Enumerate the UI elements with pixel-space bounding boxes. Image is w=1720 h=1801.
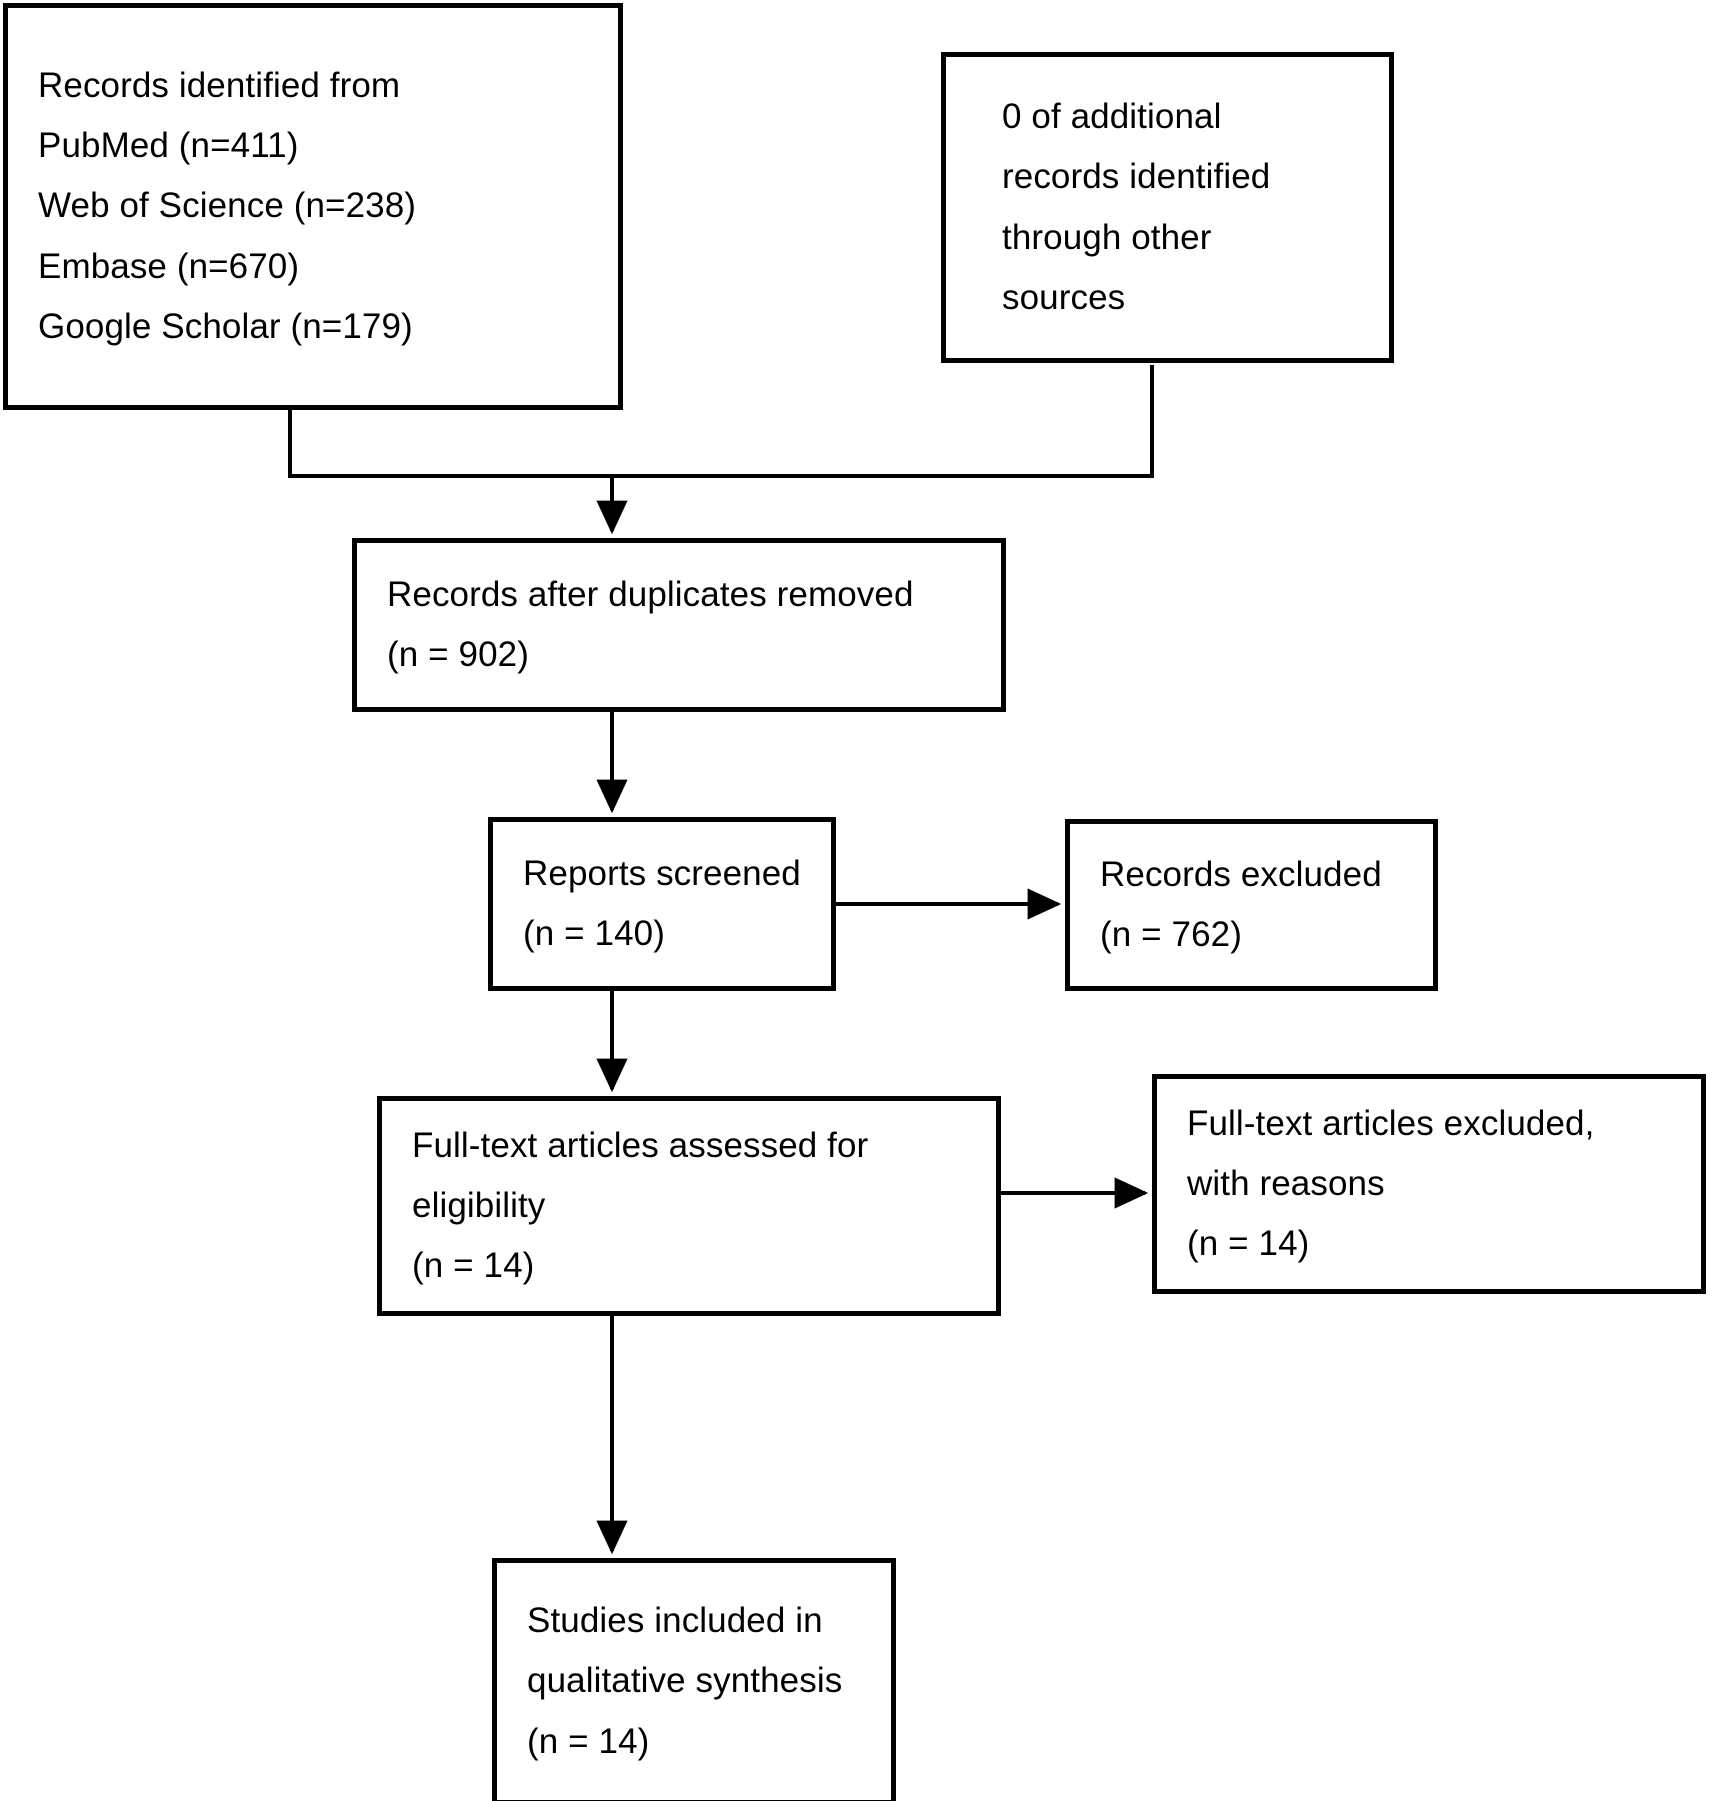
edge-additional-to-duplicates xyxy=(612,365,1154,478)
records-identified-box: Records identified from PubMed (n=411) W… xyxy=(3,3,623,410)
records-identified-text: Records identified from PubMed (n=411) W… xyxy=(38,66,417,346)
reports-screened-box: Reports screened (n = 140) xyxy=(488,817,836,991)
edge-identified-to-duplicates xyxy=(288,410,612,478)
additional-records-text: 0 of additional records identified throu… xyxy=(1002,97,1271,317)
records-after-duplicates-box: Records after duplicates removed (n = 90… xyxy=(352,538,1006,712)
studies-included-box: Studies included in qualitative synthesi… xyxy=(492,1558,896,1801)
fulltext-excluded-text: Full-text articles excluded, with reason… xyxy=(1187,1103,1595,1264)
fulltext-assessed-box: Full-text articles assessed for eligibil… xyxy=(377,1096,1001,1316)
studies-included-text: Studies included in qualitative synthesi… xyxy=(527,1601,843,1761)
fulltext-assessed-text: Full-text articles assessed for eligibil… xyxy=(412,1125,869,1286)
additional-records-box: 0 of additional records identified throu… xyxy=(941,52,1394,363)
records-after-duplicates-text: Records after duplicates removed (n = 90… xyxy=(387,574,914,674)
records-excluded-box: Records excluded (n = 762) xyxy=(1065,819,1438,991)
records-excluded-text: Records excluded (n = 762) xyxy=(1100,854,1382,954)
reports-screened-text: Reports screened (n = 140) xyxy=(523,853,801,953)
fulltext-excluded-box: Full-text articles excluded, with reason… xyxy=(1152,1074,1706,1294)
